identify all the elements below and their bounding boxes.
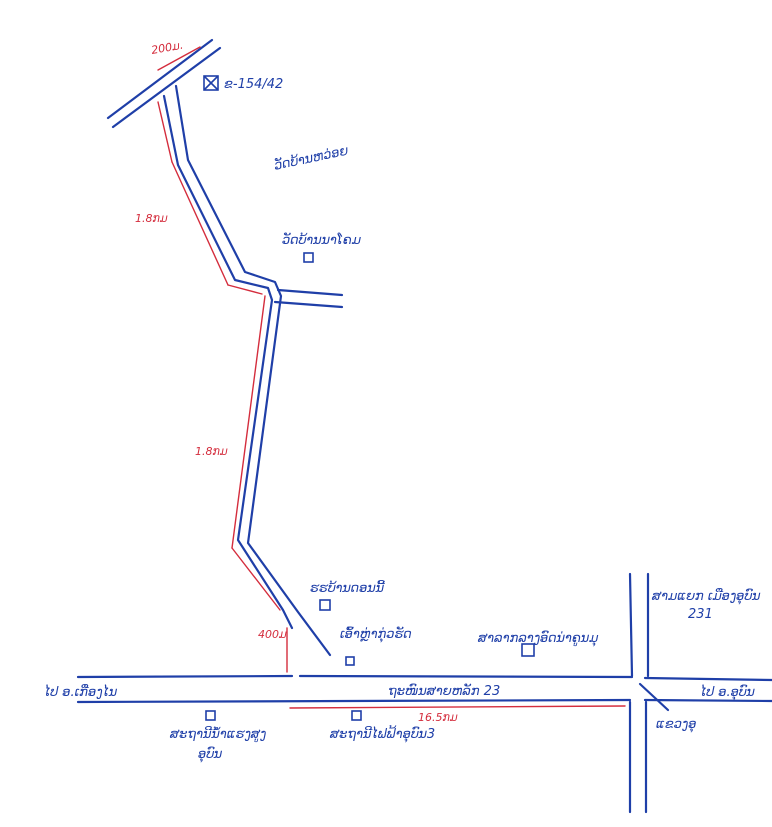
distance-seg3-label: 400ມ — [258, 628, 287, 641]
office-label: ຮຮບ້ານດອນນີ້ — [310, 578, 385, 596]
distance-markers — [157, 46, 626, 709]
building-square-icon — [319, 599, 331, 611]
crossroad-vertical — [628, 572, 670, 814]
bottom-mid-place-label: ສະຖານີໄຟຟ້າອຸບົນ3 — [329, 723, 435, 743]
highway-name-label: ຖະໜົນສາຍຫລັກ 23 — [388, 683, 500, 699]
junction-label: ສາມແຍກ ເມືອງອຸບົນ — [651, 586, 761, 605]
bottom-left-sub-label: ອຸບົນ — [198, 746, 223, 763]
center-building-label: ສາລາກລາງອົດນ່າຄູນມຸ — [477, 630, 598, 647]
bottom-left-place-label: ສະຖານີນ້ຳແຮງສູງ — [169, 724, 267, 742]
school-label: ເອົ້າຫຼ່າກຸ່ວຮັດ — [340, 625, 412, 643]
to-right-label: ໄປ ອ.ອຸບົນ — [700, 683, 756, 701]
marker-code-label: ຂ-154/42 — [224, 77, 283, 92]
distance-seg2-label: 1.8ກມ — [195, 445, 228, 458]
marker-box-icon — [203, 75, 219, 91]
distance-seg1-label: 1.8ກມ — [135, 212, 168, 225]
temple-mid-label: ວັດບ້ານນາໂຄມ — [282, 231, 361, 248]
distance-highway-label: 16.5ກມ — [418, 711, 458, 724]
building-square-icon — [351, 710, 362, 721]
building-square-icon — [521, 643, 535, 657]
side-road-east — [273, 288, 344, 309]
top-diagonal-road — [106, 38, 222, 129]
highway-23 — [76, 674, 772, 704]
distance-top-label: 200ມ. — [150, 39, 184, 57]
building-square-icon — [345, 656, 355, 666]
access-road — [162, 84, 332, 657]
building-square-icon — [205, 710, 216, 721]
to-left-label: ໄປ ອ.ເກື່ອງໄນ — [44, 682, 118, 700]
station-right-label: ແຂວງອຸ — [656, 717, 696, 733]
temple-north-label: ວັດບ້ານຫວ່ອຍ — [272, 142, 350, 174]
building-square-icon — [303, 252, 314, 263]
junction-number-label: 231 — [688, 607, 713, 622]
